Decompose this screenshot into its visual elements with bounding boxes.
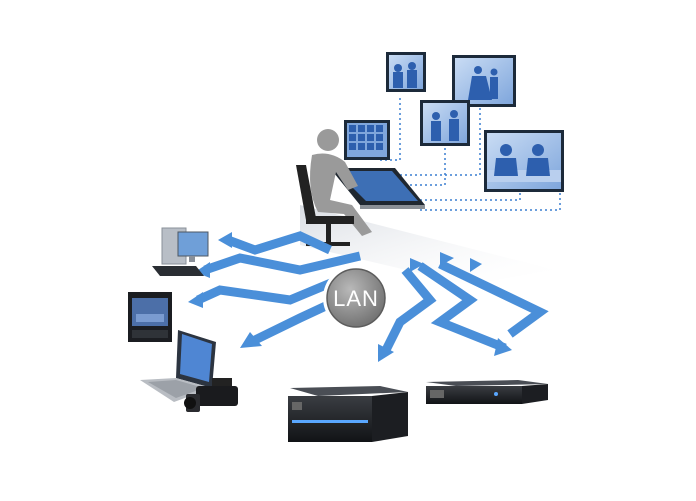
display-screen-icon — [452, 55, 516, 107]
operator-workstation-icon — [296, 120, 425, 246]
video-camera-icon — [184, 378, 238, 412]
network-arrows — [196, 231, 549, 355]
display-screen-icon — [386, 52, 426, 92]
media-player-icon — [128, 292, 172, 342]
broadcast-server-icon — [288, 386, 408, 442]
lan-label: LAN — [333, 286, 379, 311]
rack-server-icon — [426, 380, 548, 404]
network-arrowheads — [188, 232, 512, 362]
lan-hub: LAN — [323, 265, 389, 331]
display-screen-icon — [420, 100, 470, 146]
display-screen-icon — [484, 130, 564, 192]
desktop-computer-icon — [152, 227, 209, 276]
laptop-icon — [140, 330, 216, 402]
